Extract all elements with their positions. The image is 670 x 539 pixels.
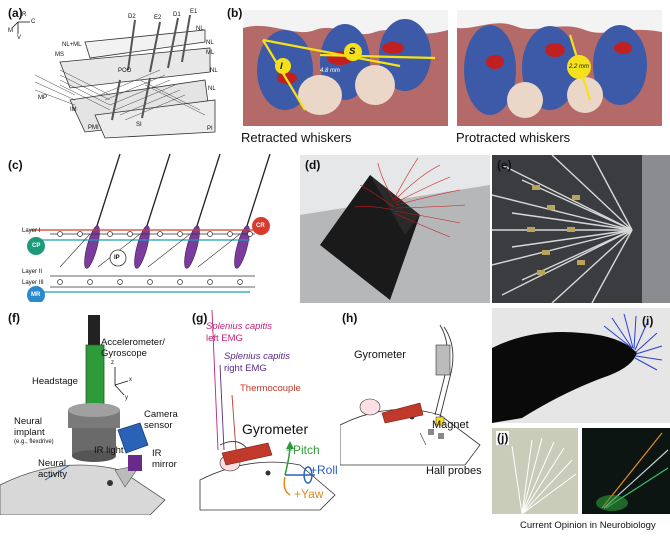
panel-d-label: (d) bbox=[305, 158, 321, 172]
label-neural-activity: Neural activity bbox=[38, 458, 68, 480]
label-headstage: Headstage bbox=[32, 376, 78, 387]
caption-retracted: Retracted whiskers bbox=[241, 130, 352, 145]
label-accelerometer: Accelerometer/ Gyroscope bbox=[101, 337, 165, 359]
axis-label-r: R bbox=[22, 12, 27, 18]
label-splenius-right: Splenius capitis bbox=[224, 351, 291, 362]
muscle-label-d1: D1 bbox=[173, 12, 181, 18]
label-pitch: +Pitch bbox=[286, 443, 320, 457]
panel-b: (b) S l 4.8 mm 2.2 mm R bbox=[225, 0, 670, 150]
axis-x: x bbox=[129, 377, 132, 383]
panel-g: (g) Splenius capitis left EMG Splenius c… bbox=[190, 305, 340, 515]
panel-e-label: (e) bbox=[497, 158, 512, 172]
muscle-label-nl: NL bbox=[206, 40, 214, 46]
label-yaw: +Yaw bbox=[294, 487, 324, 501]
muscle-label-nl: NL bbox=[196, 26, 204, 32]
caption-protracted: Protracted whiskers bbox=[456, 130, 571, 145]
layer-label-2: Layer II bbox=[22, 269, 43, 275]
muscle-label-im: IM bbox=[70, 107, 77, 113]
panel-g-label: (g) bbox=[192, 311, 208, 325]
rat-silhouette-tracked-whiskers bbox=[492, 313, 663, 423]
axis-label-m: M bbox=[8, 28, 13, 34]
badge-cr: CR bbox=[256, 223, 265, 229]
length-label-s: S bbox=[349, 46, 356, 57]
panel-c-label: (c) bbox=[8, 158, 23, 172]
axis-label-v: V bbox=[17, 35, 22, 41]
muscle-label-mp: MP bbox=[38, 95, 47, 101]
label-ir-mirror: IR mirror bbox=[152, 448, 177, 470]
measurement-left: 4.8 mm bbox=[320, 68, 341, 74]
layer-label-3: Layer III bbox=[22, 280, 44, 286]
emg-gyrometer-drawing bbox=[199, 309, 336, 511]
histology-sections bbox=[243, 10, 662, 126]
measurement-right: 2.2 mm bbox=[569, 64, 590, 70]
whisker-pad-musculature-drawing bbox=[11, 14, 216, 139]
muscle-label-nl: NL bbox=[210, 68, 218, 74]
label-roll: +Roll bbox=[310, 463, 338, 477]
panel-h-label: (h) bbox=[342, 311, 358, 325]
headstage-implant-drawing bbox=[0, 315, 166, 515]
whisker-sensor-photos bbox=[492, 428, 670, 514]
rat-head-3d-model bbox=[300, 155, 490, 303]
label-magnet: Magnet bbox=[432, 419, 469, 431]
axis-z: z bbox=[111, 360, 114, 366]
length-label-l: l bbox=[280, 61, 283, 72]
label-splenius-right-emg: right EMG bbox=[224, 363, 267, 374]
panel-c: (c) bbox=[0, 152, 300, 302]
panel-a-label: (a) bbox=[8, 6, 23, 20]
label-hall-probes: Hall probes bbox=[426, 465, 482, 477]
muscle-label-d2: D2 bbox=[128, 14, 136, 20]
muscle-label-e2: E2 bbox=[154, 15, 162, 21]
muscle-label-ms: MS bbox=[55, 52, 64, 58]
badge-cp: CP bbox=[32, 243, 41, 249]
axis-y: y bbox=[125, 395, 128, 401]
panel-f-label: (f) bbox=[8, 311, 20, 325]
panel-a: (a) C M V R D2 bbox=[0, 0, 225, 150]
badge-ip: IP bbox=[114, 255, 120, 261]
label-neural-implant: Neural implant bbox=[14, 416, 45, 438]
label-splenius-left-emg: left EMG bbox=[206, 333, 243, 344]
panel-i-label: (i) bbox=[642, 314, 654, 328]
panel-e: (e) bbox=[492, 155, 670, 303]
panel-f: (f) Accelerometer/ Gyroscope Headstage z… bbox=[0, 305, 190, 515]
label-gyrometer-g: Gyrometer bbox=[242, 421, 309, 437]
robotic-whisker-array-photo bbox=[492, 155, 670, 303]
badge-mr: MR bbox=[31, 292, 41, 298]
panel-b-label: (b) bbox=[227, 6, 243, 20]
magnet-hall-probe-drawing bbox=[340, 324, 481, 466]
label-splenius-left: Splenius capitis bbox=[206, 321, 273, 332]
muscle-label-poo: POO bbox=[118, 68, 132, 74]
muscle-label-pmi: PMI bbox=[88, 125, 99, 131]
muscle-label-nl-ml: NL+ML bbox=[62, 42, 82, 48]
label-ir-light: IR light bbox=[94, 445, 124, 456]
label-camera-sensor: Camera sensor bbox=[144, 409, 178, 431]
muscle-label-si: SI bbox=[136, 122, 142, 128]
label-gyrometer-h: Gyrometer bbox=[354, 349, 406, 361]
journal-credit: Current Opinion in Neurobiology bbox=[520, 520, 656, 531]
label-thermocouple: Thermocouple bbox=[240, 383, 301, 394]
axis-label-c: C bbox=[31, 19, 36, 25]
panel-d: (d) bbox=[300, 155, 490, 303]
label-flexdrive: (e.g., flexdrive) bbox=[14, 439, 54, 445]
muscle-label-e1: E1 bbox=[190, 9, 198, 15]
muscle-circuit-schematic bbox=[27, 153, 271, 302]
muscle-label-nl: NL bbox=[208, 86, 216, 92]
panel-j: (j) bbox=[492, 428, 670, 514]
muscle-label-pi: PI bbox=[207, 126, 213, 132]
layer-label-1: Layer I bbox=[22, 228, 41, 234]
muscle-label-ml: ML bbox=[206, 50, 215, 56]
panel-j-label: (j) bbox=[496, 431, 510, 445]
panel-i: (i) bbox=[492, 308, 670, 423]
panel-h: (h) Gyrometer Magnet Hall probes bbox=[340, 305, 490, 515]
